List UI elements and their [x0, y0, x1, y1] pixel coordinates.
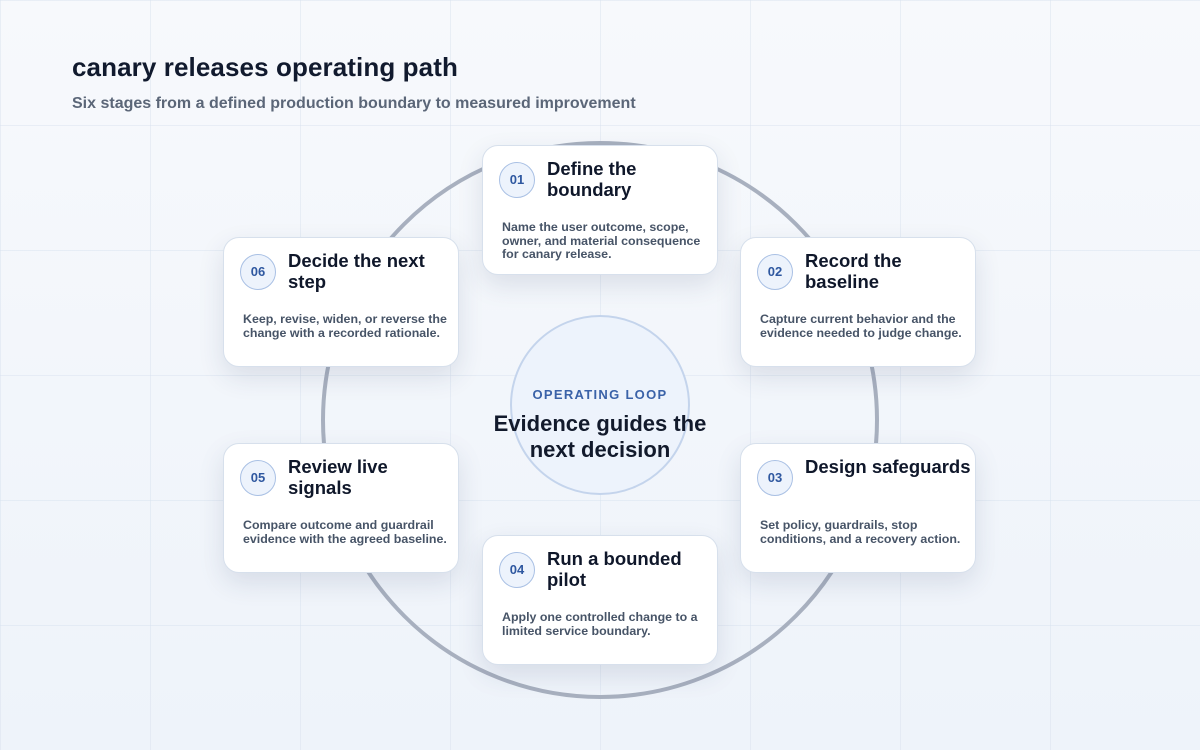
center-headline: Evidence guides the next decision: [493, 411, 707, 462]
stage-number-badge: 04: [499, 552, 535, 588]
stage-title: Record the baseline: [805, 250, 902, 292]
stage-number-badge: 01: [499, 162, 535, 198]
stage-card-05[interactable]: 05 Review live signals Compare outcome a…: [223, 443, 459, 573]
stage-card-01[interactable]: 01 Define the boundary Name the user out…: [482, 145, 718, 275]
stage-number-badge: 05: [240, 460, 276, 496]
stage-number-badge: 06: [240, 254, 276, 290]
center-kicker: OPERATING LOOP: [532, 387, 668, 402]
stage-description: Keep, revise, widen, or reverse the chan…: [243, 312, 447, 340]
stage-card-03[interactable]: 03 Design safeguards Set policy, guardra…: [740, 443, 976, 573]
page-title: canary releases operating path: [72, 52, 458, 82]
stage-description: Compare outcome and guardrail evidence w…: [243, 518, 447, 546]
stage-card-06[interactable]: 06 Decide the next step Keep, revise, wi…: [223, 237, 459, 367]
loop-ring-circle: [321, 141, 879, 699]
stage-title: Review live signals: [288, 456, 388, 498]
page-subtitle: Six stages from a defined production bou…: [72, 95, 636, 112]
stage-number-badge: 02: [757, 254, 793, 290]
stage-title: Define the boundary: [547, 158, 637, 200]
stage-description: Name the user outcome, scope, owner, and…: [502, 220, 701, 261]
stage-card-02[interactable]: 02 Record the baseline Capture current b…: [740, 237, 976, 367]
stage-description: Set policy, guardrails, stop conditions,…: [760, 518, 961, 546]
stage-card-04[interactable]: 04 Run a bounded pilot Apply one control…: [482, 535, 718, 665]
stage-number-badge: 03: [757, 460, 793, 496]
stage-description: Capture current behavior and the evidenc…: [760, 312, 962, 340]
stage-title: Decide the next step: [288, 250, 425, 292]
stage-title: Design safeguards: [805, 456, 971, 477]
stage-description: Apply one controlled change to a limited…: [502, 610, 698, 638]
center-hub: OPERATING LOOP Evidence guides the next …: [494, 315, 706, 495]
stage-title: Run a bounded pilot: [547, 548, 682, 590]
